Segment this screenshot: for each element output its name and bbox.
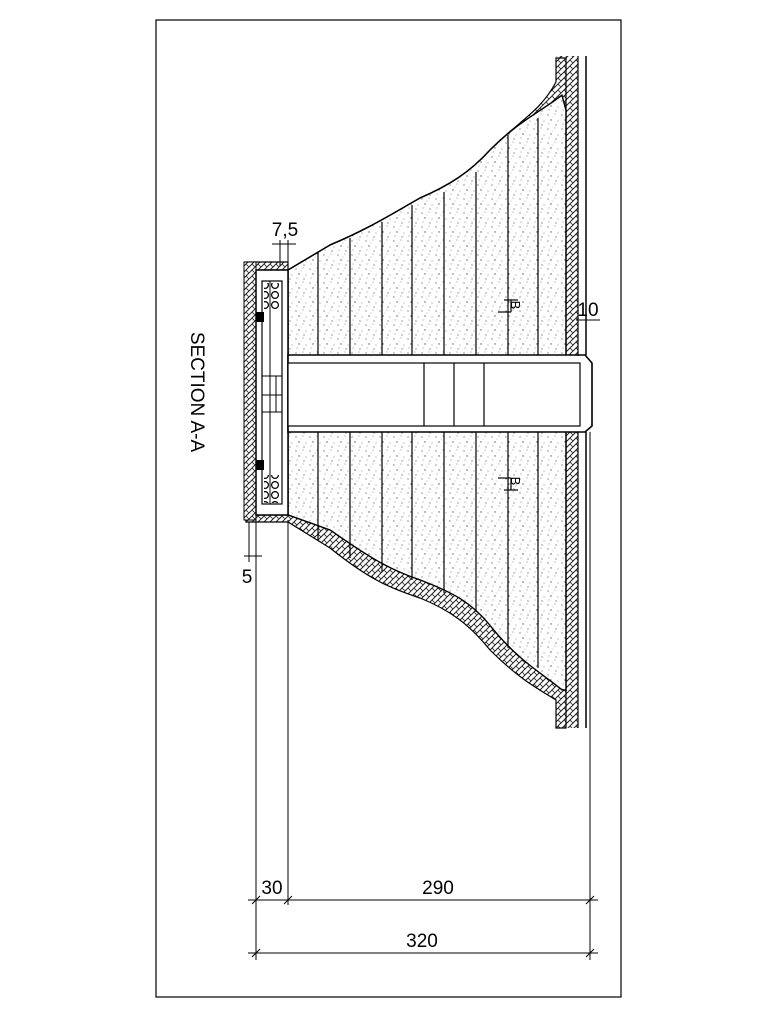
section-mark-lower-label: B [508, 477, 523, 486]
rebar-top [264, 283, 280, 309]
anchor-block-top [256, 312, 264, 322]
beam-inner [287, 362, 581, 427]
dim-left-offset [244, 522, 262, 562]
dim-left-offset-label: 5 [242, 567, 253, 588]
dim-right-offset [576, 319, 600, 356]
dim-right-offset-label: 10 [577, 300, 598, 321]
extension-lines [255, 432, 591, 960]
sheet-border [155, 19, 622, 998]
beam-joints [423, 363, 485, 426]
dim-row-1 [248, 895, 598, 905]
section-mark-upper-label: B [508, 301, 523, 310]
section-mark-upper: B [498, 299, 523, 313]
anchor-block-bottom [256, 460, 264, 470]
section-mark-lower: B [498, 477, 523, 491]
soil-crust-bottom [245, 514, 567, 729]
dim-top-offset [272, 240, 296, 266]
dim-row-2 [248, 948, 598, 958]
strip-dividers [317, 118, 539, 668]
rebar-bottom [264, 475, 280, 503]
column-reinforcement [261, 280, 283, 505]
dim-top-offset-label: 7,5 [272, 220, 298, 241]
soil-crust-top [245, 57, 567, 273]
dim-left-width-label: 30 [261, 878, 282, 899]
dim-total-width-label: 320 [406, 931, 438, 952]
dim-right-width-label: 290 [422, 878, 454, 899]
section-title: SECTION A-A [186, 332, 207, 453]
column-left [255, 269, 289, 516]
soil-wall-left [243, 261, 257, 521]
